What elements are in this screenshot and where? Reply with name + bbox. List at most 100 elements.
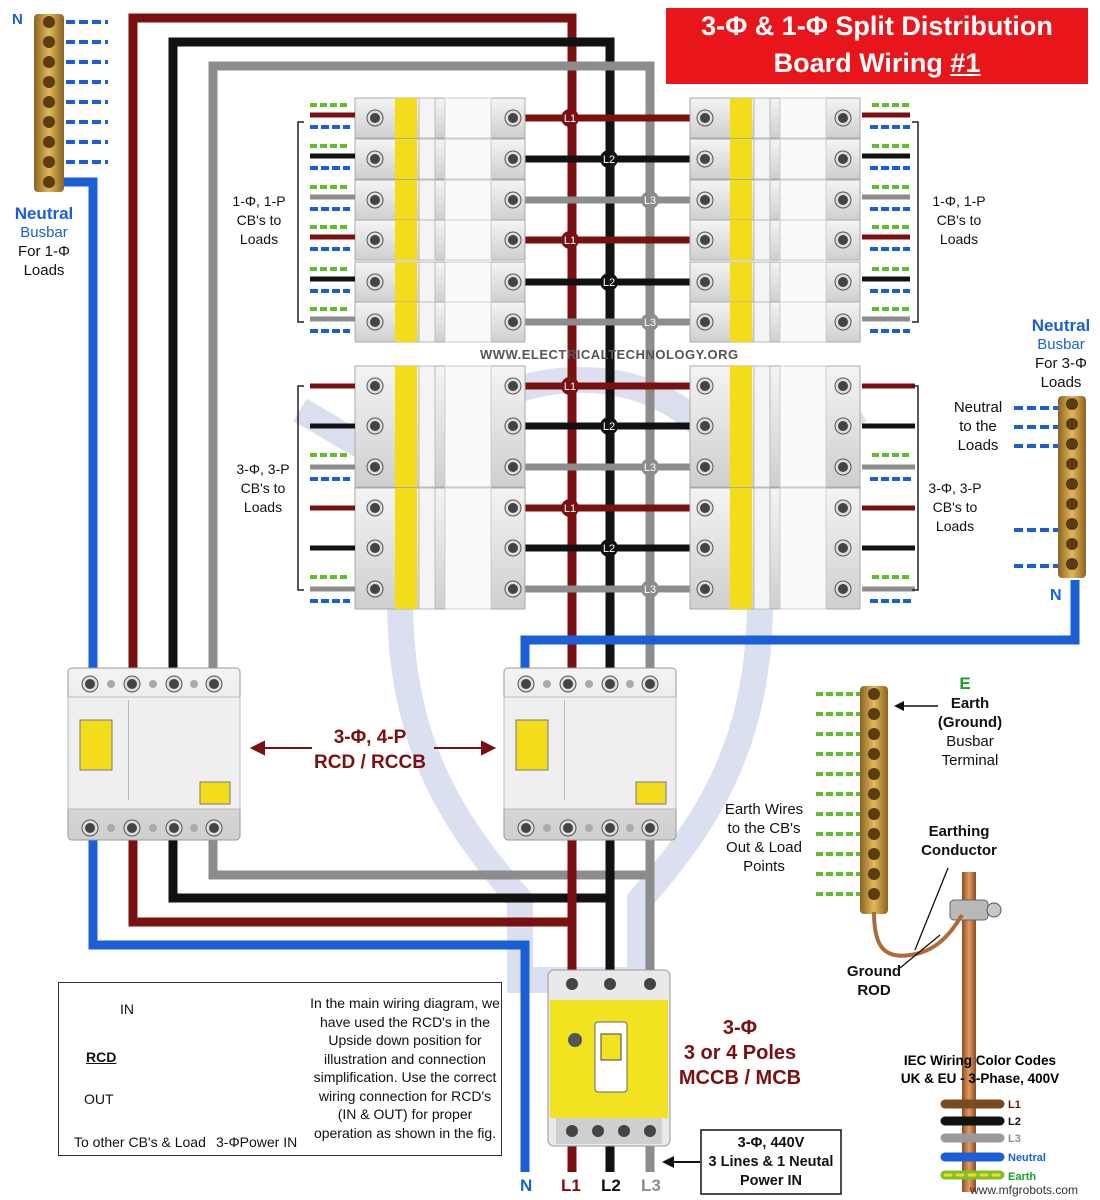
screw-icon: [366, 539, 384, 557]
screw-icon: [1066, 478, 1078, 490]
svg-text:L2: L2: [603, 421, 615, 433]
screw-icon: [504, 273, 522, 291]
screw-icon: [868, 808, 880, 820]
screw-icon: [696, 377, 714, 395]
breaker-1ph-left: [354, 179, 526, 221]
power-in-arrow: [662, 1129, 842, 1195]
screw-icon: [43, 136, 55, 148]
note-out-label: OUT: [84, 1091, 114, 1107]
svg-text:L2: L2: [603, 277, 615, 289]
screw-icon: [641, 819, 659, 837]
breaker-panels: [354, 97, 861, 610]
svg-text:L1: L1: [564, 503, 576, 515]
screw-icon: [696, 150, 714, 168]
screw-icon: [366, 417, 384, 435]
hole-icon: [107, 824, 115, 832]
screw-icon: [559, 819, 577, 837]
screw-icon: [834, 417, 852, 435]
screw-icon: [165, 819, 183, 837]
screw-icon: [366, 377, 384, 395]
breaker-1ph-left: [354, 97, 526, 139]
screw-icon: [81, 675, 99, 693]
tag-l3: L3: [641, 313, 659, 331]
screw-icon: [868, 688, 880, 700]
iec-color-wires: [940, 1099, 1005, 1180]
screw-icon: [43, 36, 55, 48]
mccb: [547, 969, 671, 1147]
hole-icon: [190, 680, 198, 688]
screw-icon: [366, 231, 384, 249]
svg-text:Neutral: Neutral: [1008, 1152, 1046, 1164]
breaker-3ph-right: [689, 487, 861, 610]
svg-text:L1: L1: [1008, 1099, 1021, 1111]
screw-icon: [504, 499, 522, 517]
tag-l3: L3: [641, 580, 659, 598]
screw-icon: [696, 499, 714, 517]
screw-icon: [517, 819, 535, 837]
neutral-3ph-label: Neutral Busbar For 3-Φ Loads: [1031, 316, 1091, 391]
note-in-label: IN: [120, 1001, 134, 1017]
tag-l2: L2: [600, 273, 618, 291]
screw-icon: [504, 313, 522, 331]
hole-icon: [149, 680, 157, 688]
screw-icon: [868, 848, 880, 860]
screw-icon: [834, 377, 852, 395]
screw-icon: [696, 580, 714, 598]
screw-icon: [43, 56, 55, 68]
hole-icon: [626, 824, 634, 832]
hole-icon: [585, 824, 593, 832]
screw-icon: [1066, 458, 1078, 470]
screw-icon: [81, 819, 99, 837]
screw-icon: [43, 116, 55, 128]
hole-icon: [626, 680, 634, 688]
bracket-right-3ph: [912, 385, 919, 591]
breaker-1ph-right: [689, 138, 861, 180]
tag-l2: L2: [600, 417, 618, 435]
tag-l1: L1: [561, 109, 579, 127]
screw-icon: [696, 191, 714, 209]
svg-text:L2: L2: [1008, 1116, 1021, 1128]
screw-icon: [696, 109, 714, 127]
screw-icon: [868, 768, 880, 780]
breaker-1ph-right: [689, 179, 861, 221]
screw-icon: [504, 231, 522, 249]
svg-text:L3: L3: [644, 317, 656, 329]
screw-icon: [1066, 498, 1078, 510]
title-line-2: Board Wiring #1: [773, 48, 981, 78]
earth-busbar-label: Earth (Ground) Busbar Terminal: [937, 695, 1003, 769]
breaker-1ph-right: [689, 261, 861, 303]
hole-icon: [107, 680, 115, 688]
site-watermark: WWW.ELECTRICALTECHNOLOGY.ORG: [480, 347, 739, 362]
screw-icon: [834, 109, 852, 127]
screw-icon: [123, 819, 141, 837]
screw-icon: [696, 231, 714, 249]
hole-icon: [585, 680, 593, 688]
screw-icon: [1066, 558, 1078, 570]
note-text: In the main wiring diagram, we have used…: [310, 995, 500, 1141]
breaker-1ph-right: [689, 219, 861, 261]
screw-icon: [123, 675, 141, 693]
breaker-1ph-right: [689, 97, 861, 139]
rcd-units: [67, 667, 677, 841]
tag-l1: L1: [561, 377, 579, 395]
screw-icon: [696, 313, 714, 331]
tag-l2: L2: [600, 539, 618, 557]
screw-icon: [504, 417, 522, 435]
neutral-busbar-3ph: [1014, 396, 1086, 578]
screw-icon: [366, 109, 384, 127]
source-watermark: www.mfgrobots.com: [970, 1183, 1079, 1197]
svg-text:Earth: Earth: [1008, 1171, 1036, 1183]
screw-icon: [1066, 538, 1078, 550]
screw-icon: [366, 499, 384, 517]
screw-icon: [834, 458, 852, 476]
breaker-3ph-right: [689, 365, 861, 488]
note-power-in-label: 3-ΦPower IN: [216, 1134, 298, 1150]
screw-icon: [366, 191, 384, 209]
